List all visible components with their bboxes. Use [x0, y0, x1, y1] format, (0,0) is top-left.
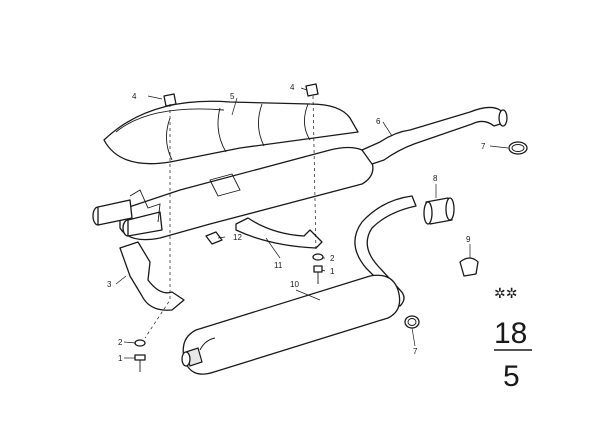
callout-8: 8	[433, 174, 438, 183]
callout-9: 9	[466, 235, 471, 244]
callout-10: 10	[290, 280, 299, 289]
callout-12: 12	[233, 233, 242, 242]
sub-group-number: 5	[503, 360, 520, 393]
callout-5: 5	[230, 92, 235, 101]
bracket	[119, 241, 185, 311]
front-pipe-assembly	[92, 106, 508, 241]
rear-muffler	[181, 274, 401, 375]
callout-3: 3	[107, 280, 112, 289]
nut-left	[163, 93, 177, 107]
callout-7b: 7	[413, 347, 418, 356]
callout-1a: 1	[330, 267, 335, 276]
callout-1b: 1	[118, 354, 123, 363]
gasket-ring-lower	[404, 315, 420, 329]
callout-11: 11	[274, 261, 283, 270]
bolt-washer-right	[312, 253, 324, 284]
nut	[205, 231, 223, 245]
callout-2a: 2	[330, 254, 335, 263]
heat-shield	[103, 100, 359, 165]
bolt-washer-left	[134, 339, 146, 372]
pipe-sleeve	[423, 197, 455, 225]
rubber-mount	[459, 257, 479, 277]
strap-hanger	[235, 217, 323, 249]
star-marks: ✲✲	[494, 286, 517, 302]
nut-right	[305, 83, 319, 97]
group-number: 18	[494, 317, 527, 350]
callout-4a: 4	[132, 92, 137, 101]
callout-4b: 4	[290, 83, 295, 92]
callout-6: 6	[376, 117, 381, 126]
callout-2b: 2	[118, 338, 123, 347]
gasket-ring-upper	[508, 141, 528, 155]
callout-7a: 7	[481, 142, 486, 151]
